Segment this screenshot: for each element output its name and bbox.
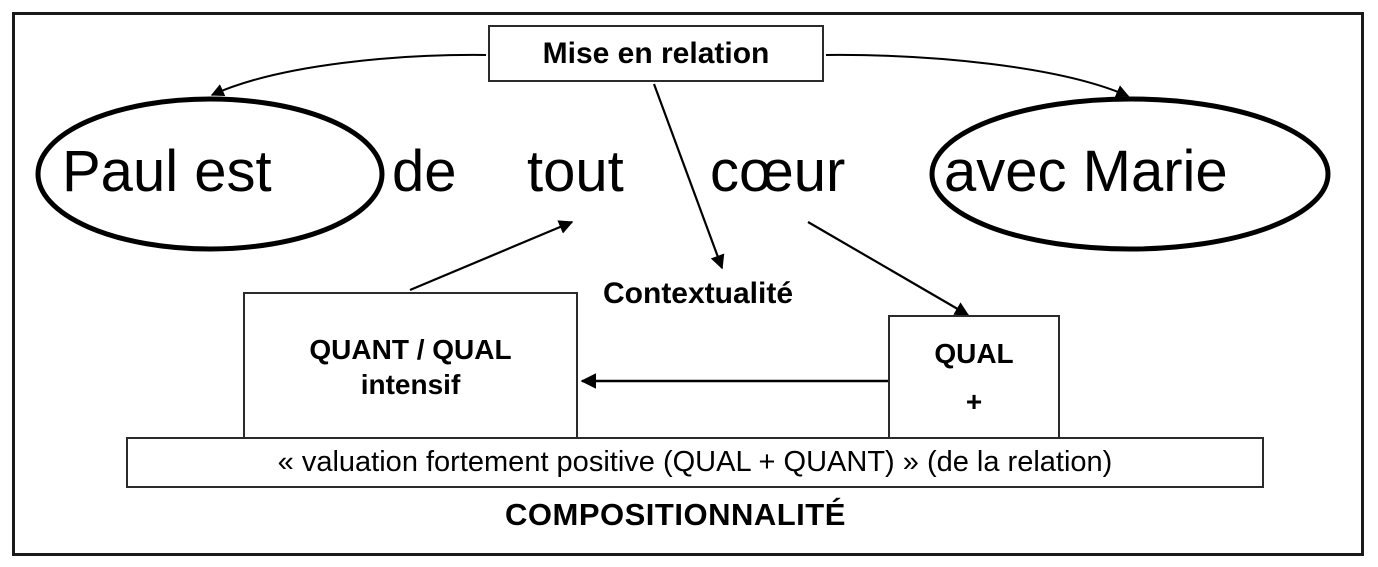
sentence-word-paul-est: Paul est <box>62 139 272 204</box>
node-valuation-label: « valuation fortement positive (QUAL + Q… <box>277 446 1113 478</box>
node-qual-line2: + <box>965 386 983 417</box>
node-quant-qual-line1: QUANT / QUAL <box>309 333 512 365</box>
node-valuation-bar: « valuation fortement positive (QUAL + Q… <box>126 437 1264 488</box>
node-quant-qual-intensif: QUANT / QUAL intensif <box>243 292 578 441</box>
node-quant-qual-label: QUANT / QUAL intensif <box>309 332 511 402</box>
sentence-word-coeur: cœur <box>710 139 846 204</box>
node-mise-en-relation-label: Mise en relation <box>542 36 770 70</box>
sentence-word-tout: tout <box>527 139 624 204</box>
label-compositionnalite: COMPOSITIONNALITÉ <box>505 497 846 532</box>
node-qual-line1: QUAL <box>934 338 1014 370</box>
sentence-word-de: de <box>392 139 457 204</box>
label-contextualite: Contextualité <box>603 277 794 310</box>
node-qual-plus: QUAL + <box>888 315 1060 441</box>
node-quant-qual-line2: intensif <box>360 368 461 400</box>
sentence-word-avec-marie: avec Marie <box>944 139 1228 204</box>
diagram-outer-frame <box>12 12 1364 556</box>
node-mise-en-relation: Mise en relation <box>488 25 824 82</box>
